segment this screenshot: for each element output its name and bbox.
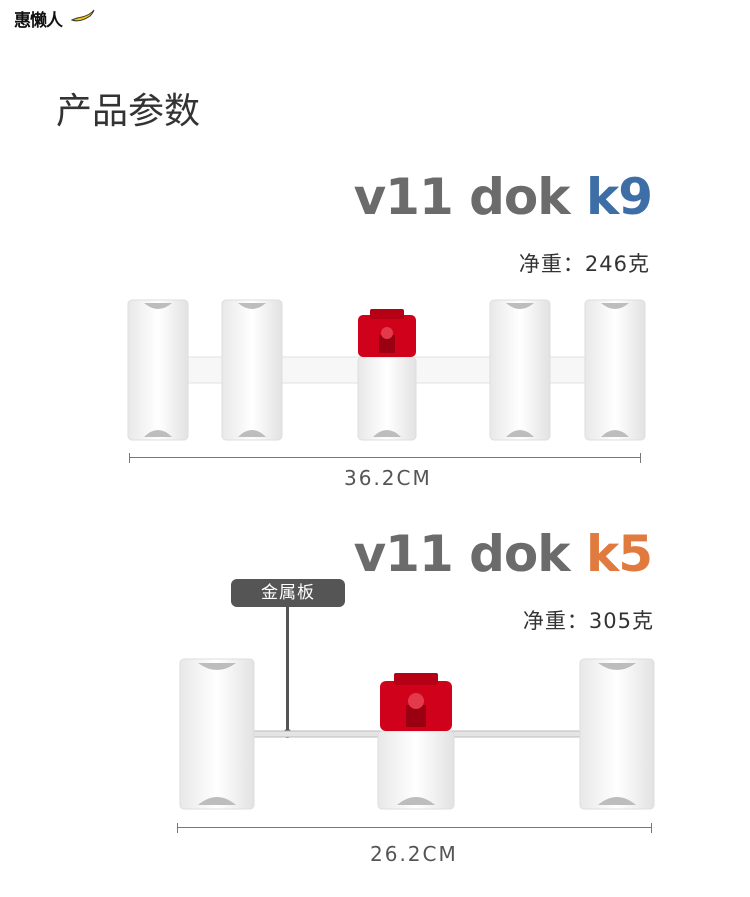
metal-plate-callout: 金属板 bbox=[231, 579, 345, 607]
callout-stem bbox=[286, 607, 289, 731]
red-adapter-k5 bbox=[380, 673, 452, 731]
product-image-k9 bbox=[127, 299, 646, 441]
banana-icon bbox=[70, 9, 95, 22]
brand-logo-text: 惠懒人 bbox=[14, 11, 63, 31]
dimension-k9: 36.2CM bbox=[344, 466, 432, 490]
dimension-line-k5 bbox=[177, 823, 652, 833]
dimension-line-k9 bbox=[129, 453, 641, 463]
page-title: 产品参数 bbox=[56, 91, 201, 132]
dimension-k5: 26.2CM bbox=[370, 842, 458, 866]
product-image-k5 bbox=[179, 658, 655, 810]
model-base-k9: v11 dok bbox=[353, 168, 586, 226]
weight-k5: 净重：305克 bbox=[522, 609, 654, 633]
model-base-k5: v11 dok bbox=[353, 525, 586, 583]
weight-k9: 净重：246克 bbox=[518, 252, 650, 276]
model-suffix-k9: k9 bbox=[585, 168, 653, 226]
model-name-k9: v11 dok k9 bbox=[353, 168, 653, 226]
model-suffix-k5: k5 bbox=[585, 525, 653, 583]
brand-logo: 惠懒人 bbox=[14, 4, 96, 31]
red-adapter-k9 bbox=[358, 309, 416, 357]
model-name-k5: v11 dok k5 bbox=[353, 525, 653, 583]
